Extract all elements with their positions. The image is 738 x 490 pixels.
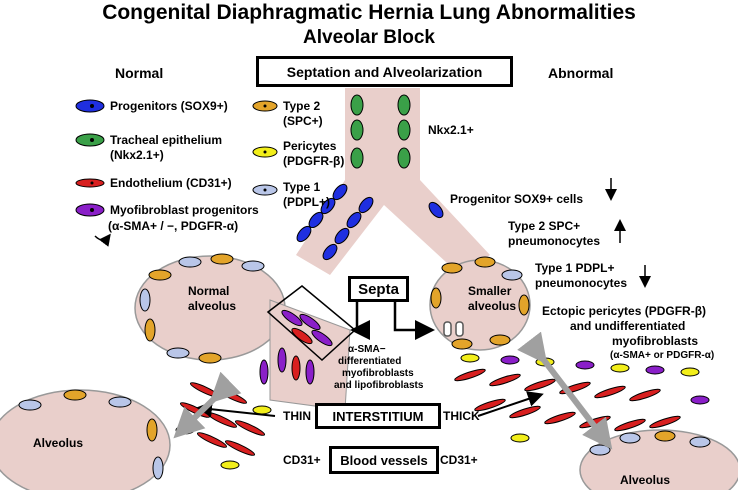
tracheal-cells <box>350 94 411 169</box>
differentiated-label-3: myofibroblasts <box>342 368 414 379</box>
legend-icons <box>75 99 278 217</box>
abnormal-column-heading: Abnormal <box>548 65 614 81</box>
septa-box: Septa <box>348 276 409 302</box>
legend-type2-label: Type 2 <box>283 99 321 113</box>
legend-tracheal-label: Tracheal epithelium <box>110 133 223 147</box>
legend-endothelium-label: Endothelium (CD31+) <box>110 176 232 190</box>
normal-alveolus-label-2: alveolus <box>188 299 237 313</box>
alveolus-left-label: Alveolus <box>33 436 84 450</box>
alveolar-distance-arrows <box>173 331 613 450</box>
cd31-right-label: CD31+ <box>440 453 478 467</box>
diagram-subtitle: Alveolar Block <box>303 27 435 48</box>
legend-pericytes-label: Pericytes <box>283 139 337 153</box>
diagram-title: Congenital Diaphragmatic Hernia Lung Abn… <box>102 1 636 24</box>
legend-type1-marker: (PDPL+) <box>283 195 331 209</box>
type2-change-label-2: pneumonocytes <box>508 234 601 248</box>
curved-arrow-icon <box>94 233 111 247</box>
septa-box-label: Septa <box>358 280 399 298</box>
progenitor-change-label: Progenitor SOX9+ cells <box>450 192 584 206</box>
legend-myofib-markers: (α-SMA+ / −, PDGFR-α) <box>108 219 239 233</box>
thick-label: THICK <box>443 409 480 423</box>
interstitium-box-label: INTERSTITIUM <box>332 408 424 424</box>
differentiated-label-4: and lipofibroblasts <box>334 380 424 391</box>
ectopic-label-3: myofibroblasts <box>612 334 699 348</box>
nkx-label: Nkx2.1+ <box>428 123 474 137</box>
trend-arrows <box>605 178 651 288</box>
legend-type1-label: Type 1 <box>283 180 321 194</box>
ectopic-label-2: and undifferentiated <box>570 319 686 333</box>
alveolus-left-cells <box>18 389 164 480</box>
septa-stubs <box>443 321 464 337</box>
endothelial-cells-abnormal <box>454 353 710 443</box>
type2-change-label: Type 2 SPC+ <box>508 219 581 233</box>
differentiated-label-2: differentiated <box>338 356 402 367</box>
septa-arrows <box>350 300 435 340</box>
differentiated-label-1: α-SMA− <box>348 344 386 355</box>
septa-myofibroblasts <box>259 309 333 385</box>
legend-endothelium-icon <box>75 178 105 188</box>
alveolus-left-shape <box>0 389 171 490</box>
blood-vessels-box-label: Blood vessels <box>340 452 428 468</box>
ectopic-label-4: (α-SMA+ or PDGFR-α) <box>610 350 715 361</box>
ectopic-label-1: Ectopic pericytes (PDGFR-β) <box>542 304 707 318</box>
septation-box-label: Septation and Alveolarization <box>286 63 483 80</box>
alveolus-right-label: Alveolus <box>620 473 671 487</box>
airway-tree <box>296 88 490 275</box>
blood-vessels-box: Blood vessels <box>329 446 439 474</box>
legend-progenitors-label: Progenitors (SOX9+) <box>110 99 228 113</box>
legend-tracheal-marker: (Nkx2.1+) <box>110 148 164 162</box>
legend-type2-marker: (SPC+) <box>283 114 323 128</box>
smaller-alveolus-cells <box>430 256 530 350</box>
interstitium-box: INTERSTITIUM <box>315 403 441 429</box>
legend-pericytes-marker: (PDGFR-β) <box>283 154 345 168</box>
type1-change-label-2: pneumonocytes <box>535 276 628 290</box>
cd31-left-label: CD31+ <box>283 453 321 467</box>
smaller-alveolus-label: Smaller <box>468 284 512 298</box>
septation-box: Septation and Alveolarization <box>256 56 513 87</box>
normal-column-heading: Normal <box>115 65 164 81</box>
normal-alveolus-cells <box>139 253 265 364</box>
progenitor-cells-left-branch <box>296 183 444 261</box>
smaller-alveolus-label-2: alveolus <box>468 299 517 313</box>
type1-change-label: Type 1 PDPL+ <box>535 261 615 275</box>
normal-alveolus-label: Normal <box>188 284 230 298</box>
thin-label: THIN <box>283 409 311 423</box>
legend-myofib-label: Myofibroblast progenitors <box>110 203 259 217</box>
